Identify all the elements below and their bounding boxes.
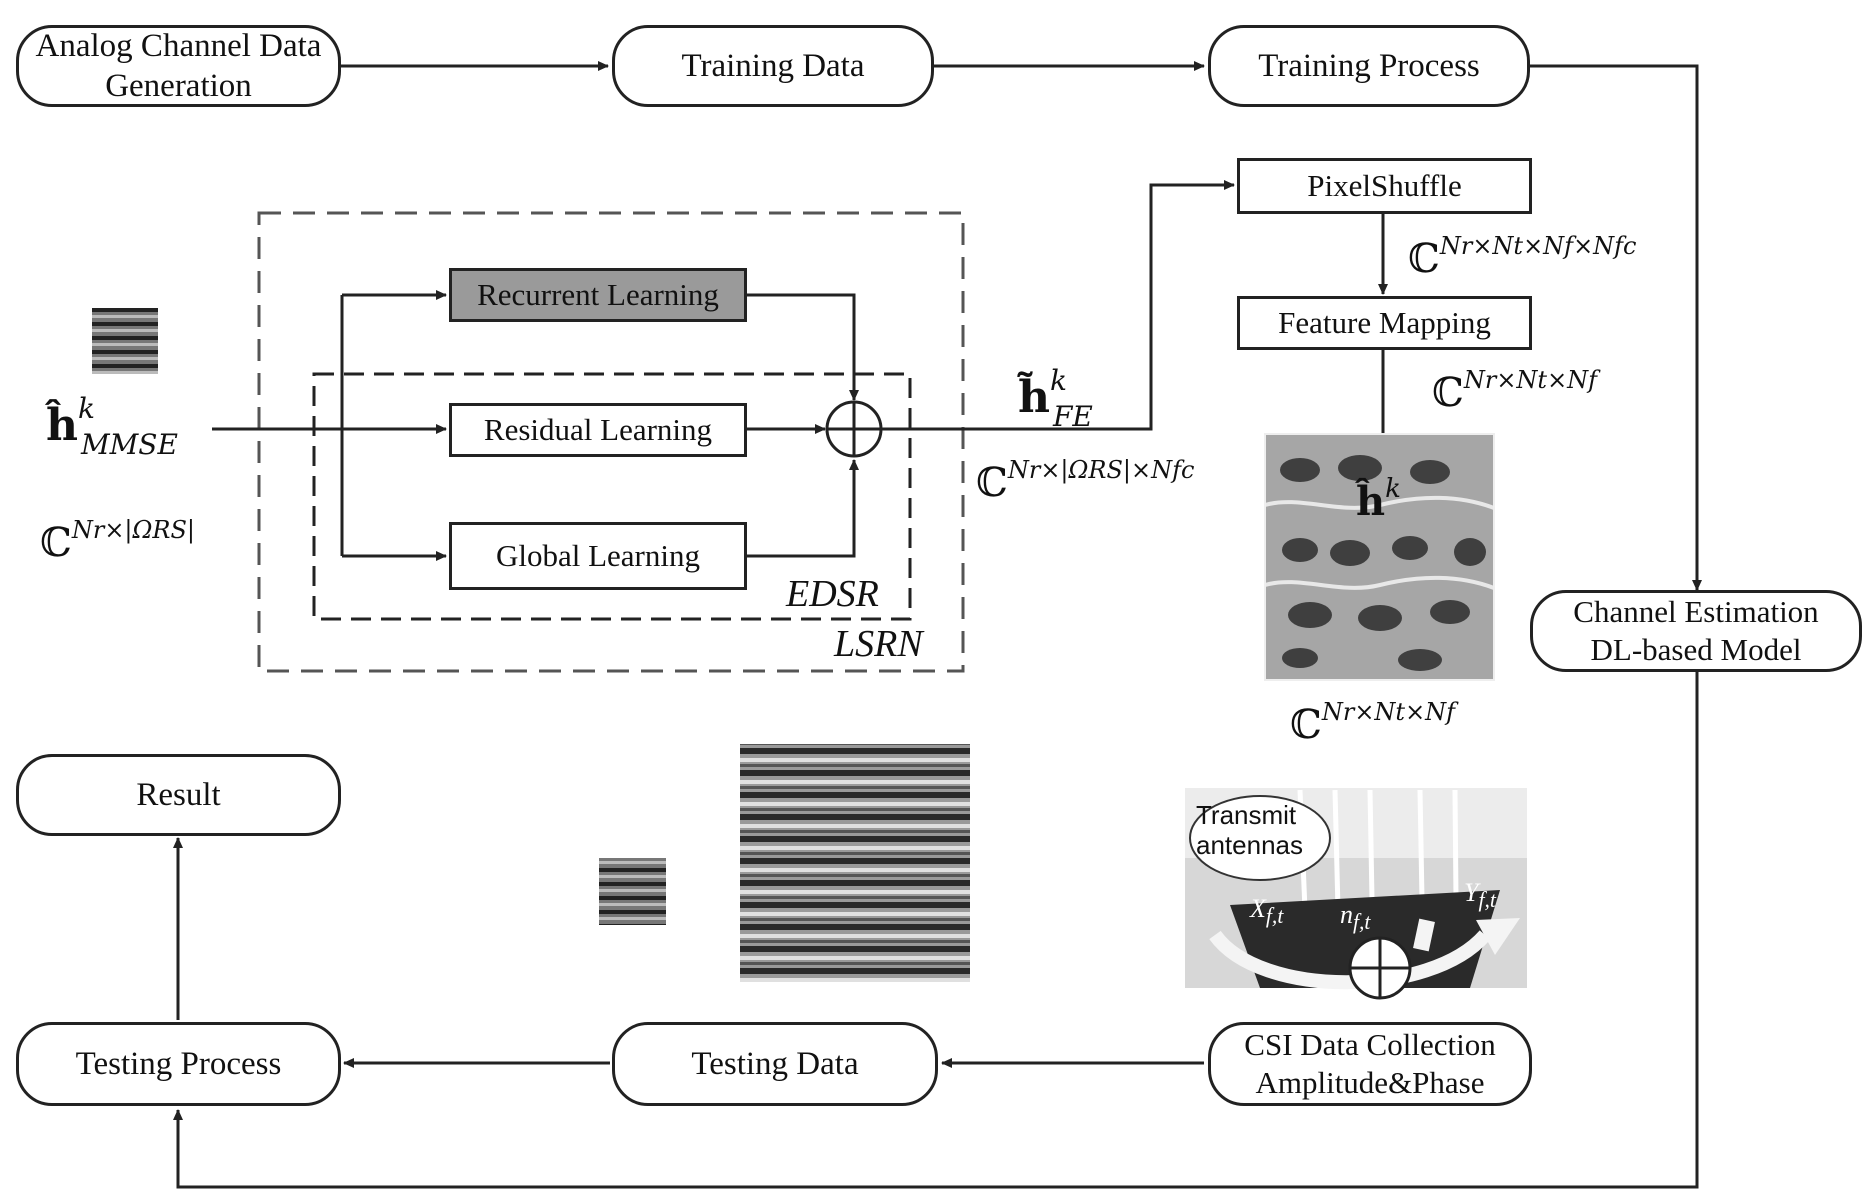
- arrow-recurrent-to-sum: [747, 293, 859, 401]
- residual-learning-node: Residual Learning: [449, 403, 747, 457]
- n-sub: f,t: [1353, 910, 1371, 935]
- x-label: X: [1250, 894, 1266, 923]
- n-signal-label: nf,t: [1340, 900, 1370, 935]
- arrow-sum-to-pixelshuffle: [881, 180, 1235, 431]
- result-node: Result: [16, 754, 341, 836]
- y-sub: f,t: [1478, 888, 1496, 913]
- lsrn-label: LSRN: [834, 623, 923, 665]
- global-learning-node: Global Learning: [449, 522, 747, 590]
- lsrn-group-box: [257, 211, 965, 673]
- global-learning-label: Global Learning: [495, 538, 700, 573]
- recurrent-learning-label: Recurrent Learning: [477, 277, 719, 312]
- feature-dimension: ℂNr×Nt×Nf: [1432, 366, 1597, 416]
- y-signal-label: Yf,t: [1464, 878, 1496, 913]
- input-dim-sup: Nr×|ΩRS|: [71, 516, 196, 544]
- training-data-node: Training Data: [612, 25, 934, 107]
- edsr-label: EDSR: [786, 573, 879, 615]
- arrow-global-to-sum: [747, 459, 859, 558]
- h-fe-sub: FE: [1052, 400, 1093, 433]
- feature-mapping-label: Feature Mapping: [1278, 305, 1491, 340]
- residual-learning-label: Residual Learning: [483, 412, 713, 447]
- transmit-line1: Transmit: [1196, 800, 1297, 830]
- ps-dim-base: ℂ: [1408, 236, 1440, 282]
- training-data-label: Training Data: [681, 48, 865, 84]
- output-dimension: ℂNr×Nt×Nf: [1290, 698, 1455, 748]
- input-dim-base: ℂ: [40, 520, 72, 566]
- input-dimension: ℂNr×|ΩRS|: [40, 516, 195, 566]
- h-mmse-sub: MMSE: [80, 428, 178, 461]
- testing-data-node: Testing Data: [612, 1022, 938, 1106]
- channel-estimation-line2: DL-based Model: [1590, 632, 1802, 667]
- recurrent-learning-node: Recurrent Learning: [449, 268, 747, 322]
- pixelshuffle-node: PixelShuffle: [1237, 158, 1532, 214]
- channel-estimation-line1: Channel Estimation: [1573, 594, 1819, 629]
- h-fe-base: h̃: [1018, 372, 1050, 423]
- out-dim-base: ℂ: [1290, 702, 1322, 748]
- fe-dimension: ℂNr×|ΩRS|×Nfc: [976, 456, 1194, 506]
- csi-line1: CSI Data Collection: [1244, 1027, 1496, 1062]
- arrow-process-to-channel-estimation: [1530, 64, 1702, 591]
- testing-data-label: Testing Data: [691, 1046, 859, 1082]
- ps-dim-sup: Nr×Nt×Nf×Nfc: [1439, 232, 1637, 260]
- training-process-node: Training Process: [1208, 25, 1530, 107]
- n-label: n: [1340, 900, 1353, 929]
- testing-process-label: Testing Process: [75, 1046, 282, 1082]
- h-mmse-base: ĥ: [46, 400, 78, 451]
- h-mmse-symbol: ĥkMMSE: [46, 392, 192, 461]
- input-channel-thumbnail: [92, 308, 158, 374]
- training-process-label: Training Process: [1258, 48, 1480, 84]
- transmit-line2: antennas: [1196, 830, 1303, 860]
- h-k-base: ĥ: [1356, 478, 1386, 525]
- sum-node: [825, 400, 883, 458]
- arrow-channel-estimation-to-testing-process: [173, 672, 1699, 1189]
- testing-channel-image: [740, 744, 970, 982]
- h-fe-symbol: h̃kFE: [1018, 364, 1107, 433]
- analog-label-line2: Generation: [105, 68, 252, 104]
- fm-dim-base: ℂ: [1432, 370, 1464, 416]
- h-k-symbol: ĥk: [1356, 474, 1401, 525]
- fm-dim-sup: Nr×Nt×Nf: [1463, 366, 1598, 394]
- csi-line2: Amplitude&Phase: [1255, 1065, 1485, 1100]
- x-signal-label: Xf,t: [1250, 894, 1283, 929]
- fe-dim-sup: Nr×|ΩRS|×Nfc: [1007, 456, 1195, 484]
- y-label: Y: [1464, 878, 1479, 907]
- h-fe-sup: k: [1050, 364, 1067, 397]
- output-channel-image: [1264, 433, 1495, 681]
- csi-sum-node: [1348, 936, 1412, 1000]
- testing-process-node: Testing Process: [16, 1022, 341, 1106]
- pixelshuffle-label: PixelShuffle: [1307, 168, 1462, 203]
- analog-label-line1: Analog Channel Data: [35, 28, 322, 64]
- h-mmse-sup: k: [78, 392, 95, 425]
- testing-thumbnail-small: [599, 858, 666, 925]
- out-dim-sup: Nr×Nt×Nf: [1321, 698, 1456, 726]
- result-label: Result: [136, 777, 221, 813]
- fe-dim-base: ℂ: [976, 460, 1008, 506]
- feature-mapping-node: Feature Mapping: [1237, 296, 1532, 350]
- pixelshuffle-dimension: ℂNr×Nt×Nf×Nfc: [1408, 232, 1637, 282]
- h-k-sup: k: [1385, 474, 1401, 504]
- x-sub: f,t: [1265, 904, 1284, 929]
